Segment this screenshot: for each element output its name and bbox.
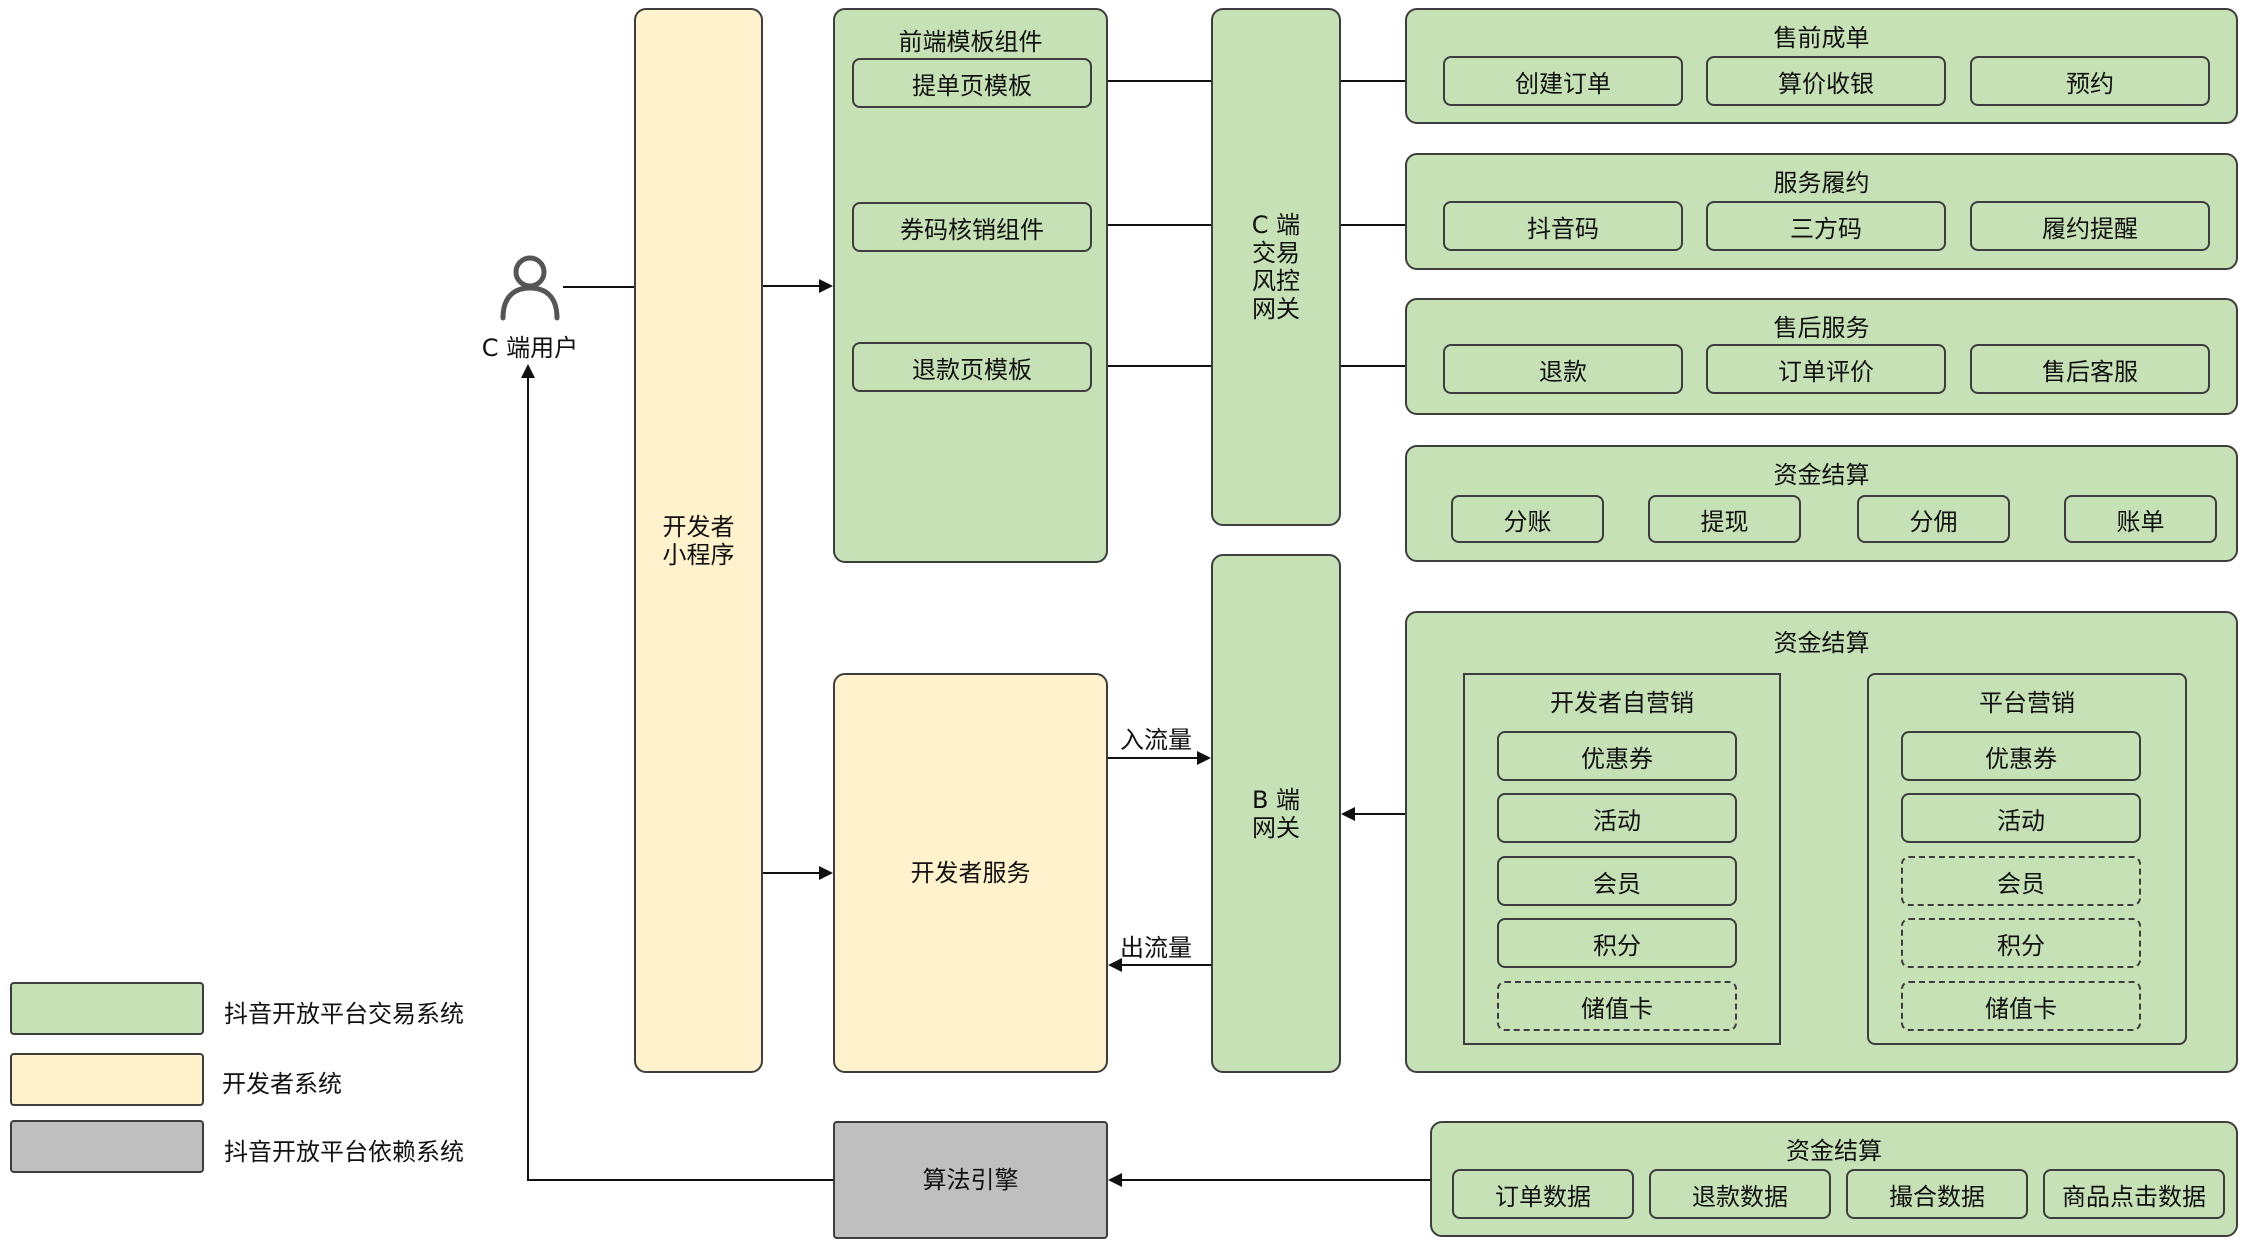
marketing-group: 资金结算 开发者自营销 优惠券 活动 会员 积分 储值卡 平台营销 优惠券 活动… — [1405, 611, 2238, 1073]
aftersale-title: 售后服务 — [1773, 314, 1870, 342]
platform-stored-value-card: 储值卡 — [1901, 981, 2141, 1031]
reservation: 预约 — [1970, 56, 2210, 106]
user-node: C 端用户 — [470, 252, 590, 362]
pricing-checkout: 算价收银 — [1706, 56, 1946, 106]
user-icon — [500, 255, 560, 321]
legend-swatch-trade — [10, 982, 204, 1035]
order-data: 订单数据 — [1452, 1169, 1634, 1219]
order-review: 订单评价 — [1706, 344, 1946, 394]
platform-member: 会员 — [1901, 856, 2141, 906]
b-gateway: B 端 网关 — [1211, 554, 1341, 1073]
douyin-code: 抖音码 — [1443, 201, 1683, 251]
create-order: 创建订单 — [1443, 56, 1683, 106]
developer-marketing-title: 开发者自营销 — [1550, 689, 1694, 717]
fulfillment-title: 服务履约 — [1773, 169, 1870, 197]
frontend-title: 前端模板组件 — [898, 28, 1043, 56]
dev-stored-value-card: 储值卡 — [1497, 981, 1737, 1031]
dev-activity: 活动 — [1497, 793, 1737, 843]
settlement-group: 资金结算 分账 提现 分佣 账单 — [1405, 445, 2238, 562]
legend-swatch-dependency — [10, 1120, 204, 1173]
revenue-split: 分账 — [1451, 495, 1604, 543]
outflow-label: 出流量 — [1120, 934, 1192, 962]
legend-swatch-developer — [10, 1053, 204, 1106]
legend-label-trade: 抖音开放平台交易系统 — [224, 1000, 464, 1028]
developer-mini-program: 开发者 小程序 — [634, 8, 763, 1073]
legend-label-developer: 开发者系统 — [222, 1070, 342, 1098]
legend: 抖音开放平台交易系统 开发者系统 抖音开放平台依赖系统 — [10, 982, 490, 1182]
aftersale-group: 售后服务 退款 订单评价 售后客服 — [1405, 298, 2238, 415]
data-group-title: 资金结算 — [1786, 1137, 1882, 1165]
fulfillment-group: 服务履约 抖音码 三方码 履约提醒 — [1405, 153, 2238, 270]
settlement-title: 资金结算 — [1773, 461, 1870, 489]
edge-algo-user — [521, 364, 833, 1181]
presale-title: 售前成单 — [1773, 24, 1870, 52]
developer-marketing: 开发者自营销 优惠券 活动 会员 积分 储值卡 — [1463, 673, 1781, 1045]
product-click-data: 商品点击数据 — [2043, 1169, 2225, 1219]
third-party-code: 三方码 — [1706, 201, 1946, 251]
c-trade-risk-gateway: C 端 交易 风控 网关 — [1211, 8, 1341, 526]
refund: 退款 — [1443, 344, 1683, 394]
refund-data: 退款数据 — [1649, 1169, 1831, 1219]
coupon-verify-component: 券码核销组件 — [852, 202, 1092, 252]
platform-points: 积分 — [1901, 918, 2141, 968]
frontend-template-group: 前端模板组件 提单页模板 券码核销组件 退款页模板 — [833, 8, 1108, 563]
commission: 分佣 — [1857, 495, 2010, 543]
matching-data: 撮合数据 — [1846, 1169, 2028, 1219]
marketing-title: 资金结算 — [1773, 629, 1870, 657]
inflow-label: 入流量 — [1120, 726, 1192, 754]
legend-label-dependency: 抖音开放平台依赖系统 — [224, 1138, 464, 1166]
aftersale-service: 售后客服 — [1970, 344, 2210, 394]
platform-marketing-title: 平台营销 — [1979, 689, 2075, 717]
dev-coupon: 优惠券 — [1497, 731, 1737, 781]
dev-member: 会员 — [1497, 856, 1737, 906]
order-page-template: 提单页模板 — [852, 58, 1092, 108]
withdraw: 提现 — [1648, 495, 1801, 543]
platform-coupon: 优惠券 — [1901, 731, 2141, 781]
dev-points: 积分 — [1497, 918, 1737, 968]
data-group: 资金结算 订单数据 退款数据 撮合数据 商品点击数据 — [1430, 1121, 2238, 1237]
bill: 账单 — [2064, 495, 2217, 543]
presale-group: 售前成单 创建订单 算价收银 预约 — [1405, 8, 2238, 124]
refund-page-template: 退款页模板 — [852, 342, 1092, 392]
fulfillment-reminder: 履约提醒 — [1970, 201, 2210, 251]
algorithm-engine: 算法引擎 — [833, 1121, 1108, 1239]
platform-activity: 活动 — [1901, 793, 2141, 843]
developer-service: 开发者服务 — [833, 673, 1108, 1073]
user-label: C 端用户 — [481, 334, 579, 362]
platform-marketing: 平台营销 优惠券 活动 会员 积分 储值卡 — [1867, 673, 2187, 1045]
